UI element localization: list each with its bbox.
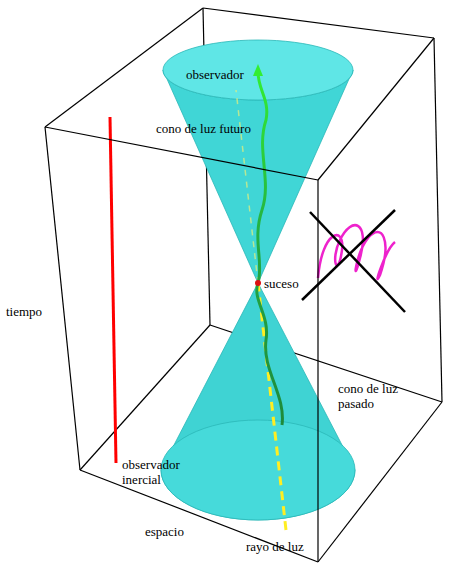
past-light-cone [161,283,355,520]
light-ray-continuation [236,90,258,283]
observer-label: observador [186,67,244,82]
inertial-observer-line [110,117,116,463]
event-dot [255,280,261,286]
cross-out-line [310,212,405,312]
inertial-observer-label: observador inercial [122,457,202,487]
observer-worldline [257,72,283,425]
axis-label: espacio [145,524,184,539]
box-front-edges [45,38,442,562]
light-ray-label: rayo de luz [246,539,304,554]
event-label: suceso [264,276,299,291]
future-cone-label: cono de luz futuro [156,121,251,136]
past-cone-label: cono de luz pasado [338,381,420,411]
cross-out-line [302,210,395,300]
axis-label: tiempo [6,304,42,319]
worldline-arrowhead [253,64,263,76]
